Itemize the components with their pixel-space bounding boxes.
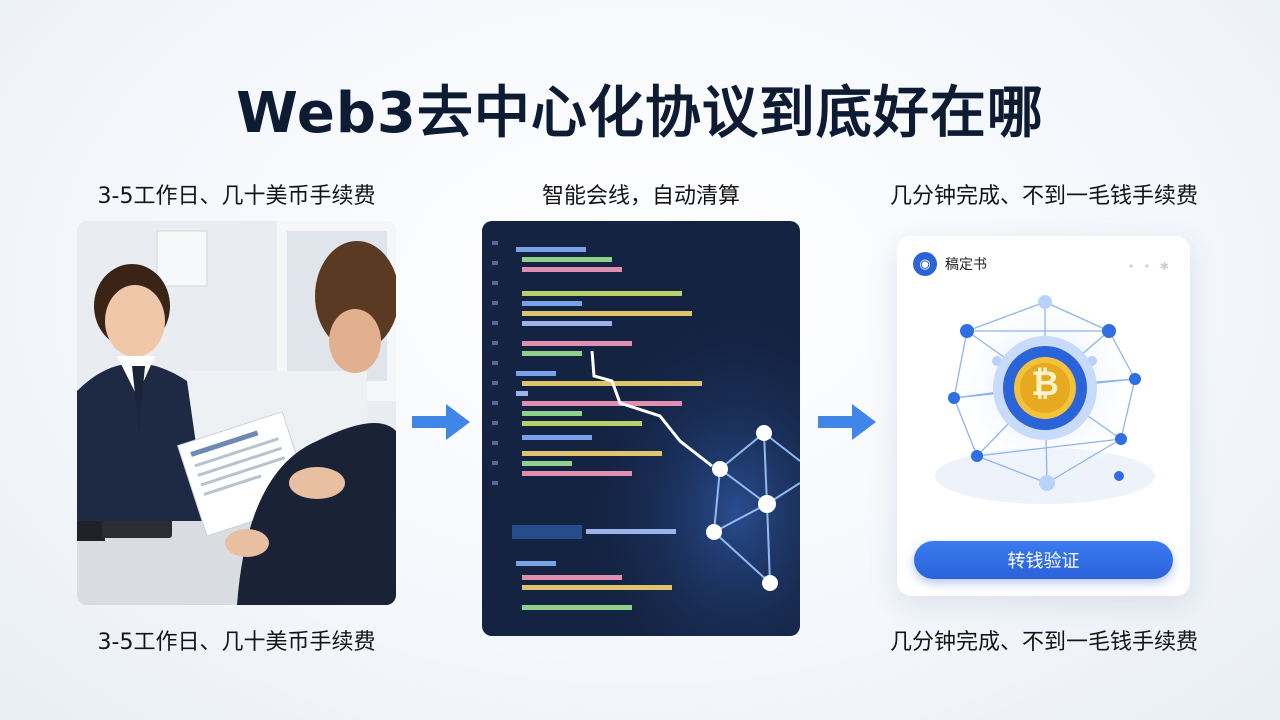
- bitcoin-icon: ₿: [1031, 364, 1059, 404]
- caption-web3-bottom: 几分钟完成、不到一毛钱手续费: [889, 630, 1198, 655]
- web3-transfer-card: ◉ 稿定书 • • ✱: [897, 236, 1190, 596]
- caption-smart-contract: 智能会线，自动清算: [541, 184, 740, 209]
- wallet-brand-name: 稿定书: [945, 257, 987, 273]
- caption-web3-top: 几分钟完成、不到一毛钱手续费: [889, 184, 1198, 209]
- bank-office-photo: [77, 221, 396, 605]
- right-arrow-icon: [818, 404, 876, 444]
- transfer-verify-button[interactable]: 转钱验证: [914, 541, 1173, 579]
- caption-traditional-bottom: 3-5工作日、几十美币手续费: [97, 630, 376, 655]
- blockchain-network-graphic: [935, 291, 1155, 504]
- right-arrow-icon: [412, 404, 470, 444]
- card-menu-icon[interactable]: • • ✱: [1127, 260, 1172, 273]
- caption-traditional-top: 3-5工作日、几十美币手续费: [97, 184, 376, 209]
- wallet-logo-icon: ◉: [913, 252, 937, 276]
- smart-contract-code-panel: [482, 221, 800, 636]
- page-title: Web3去中心化协议到底好在哪: [236, 81, 1044, 146]
